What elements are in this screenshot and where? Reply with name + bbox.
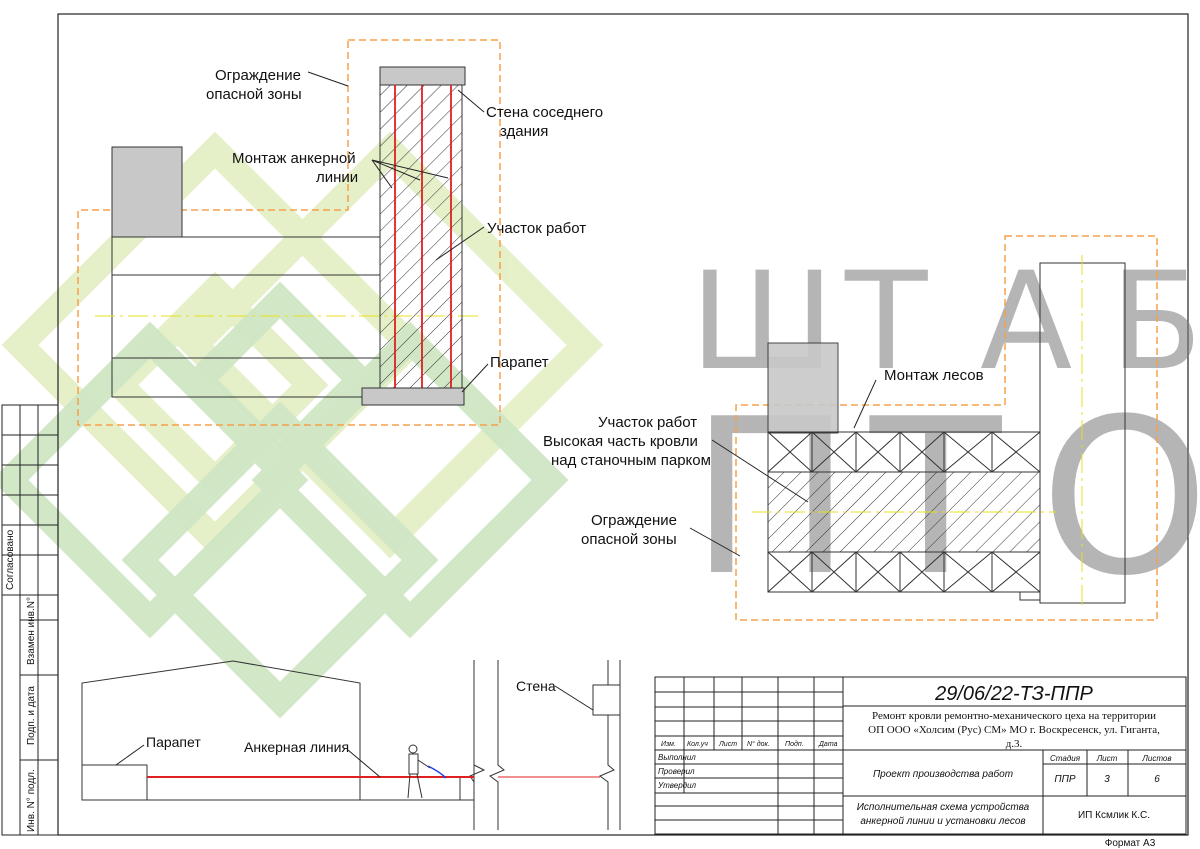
wm-bottom-2: О bbox=[1040, 372, 1200, 623]
tb-sheet-title-1: Исполнительная схема устройства bbox=[857, 802, 1030, 813]
tb-col-izm: Изм. bbox=[661, 741, 676, 748]
label-work-area-right-3: над станочным парком bbox=[551, 452, 711, 469]
fence-zone-right bbox=[735, 235, 1158, 621]
tb-desc-3: д.3. bbox=[1006, 738, 1023, 750]
wm-top-1: Т bbox=[844, 243, 928, 400]
tb-sheet-title-2: анкерной линии и установки лесов bbox=[860, 816, 1025, 827]
format-label: Формат А3 bbox=[1105, 838, 1156, 849]
wm-top-2: А bbox=[980, 243, 1072, 400]
label-parapet-top: Парапет bbox=[490, 354, 549, 371]
label-anchor-mount-1: Монтаж анкерной bbox=[232, 150, 356, 167]
label-section-anchor-line: Анкерная линия bbox=[244, 739, 349, 755]
neighbor-wall-cap bbox=[379, 66, 466, 86]
gray-block-right bbox=[767, 342, 839, 434]
tb-col-date: Дата bbox=[818, 741, 838, 748]
tb-stage: ППР bbox=[1054, 774, 1075, 785]
tb-doc-code: 29/06/22-ТЗ-ППР bbox=[934, 683, 1093, 705]
anchor-lines bbox=[394, 85, 452, 388]
side-stamp bbox=[1, 404, 59, 836]
tb-col-sign: Подп. bbox=[785, 740, 804, 748]
label-fence-top-2: опасной зоны bbox=[206, 86, 302, 103]
label-fence-right-1: Ограждение bbox=[591, 512, 677, 529]
label-work-area-right-1: Участок работ bbox=[598, 414, 697, 431]
tb-col-kol: Кол.уч bbox=[687, 741, 708, 748]
tb-col-doc: N° док. bbox=[747, 740, 770, 748]
label-fence-top-1: Ограждение bbox=[215, 67, 301, 84]
tb-col-list: Лист bbox=[718, 741, 737, 748]
label-section-parapet: Парапет bbox=[146, 734, 201, 750]
side-sign-date: Подп. и дата bbox=[26, 686, 37, 745]
label-scaffold-mount: Монтаж лесов bbox=[884, 367, 984, 384]
label-anchor-mount-2: линии bbox=[316, 169, 358, 186]
label-fence-right-2: опасной зоны bbox=[581, 531, 677, 548]
scaffold-band-bottom bbox=[767, 551, 1041, 593]
label-section-wall: Стена bbox=[516, 678, 556, 694]
plan-right: Монтаж лесов Участок работ Высокая часть… bbox=[543, 235, 1158, 621]
plan-top-left: Ограждение опасной зоны Стена соседнего … bbox=[77, 39, 603, 426]
gray-block-top bbox=[111, 146, 183, 238]
side-replace-inv: Взамен инв.N° bbox=[26, 597, 37, 665]
tb-sheets: 6 bbox=[1154, 774, 1160, 785]
tb-role-1: Проверил bbox=[658, 767, 695, 776]
tb-stage-label: Стадия bbox=[1050, 754, 1081, 763]
tb-project-type: Проект производства работ bbox=[873, 768, 1013, 780]
label-work-area-right-2: Высокая часть кровли bbox=[543, 433, 698, 450]
tb-role-0: Выполнил bbox=[658, 753, 696, 762]
side-inv-orig: Инв. N° подл. bbox=[26, 769, 37, 832]
title-block: Изм. Кол.уч Лист N° док. Подп. Дата Выпо… bbox=[654, 676, 1187, 835]
tb-role-2: Утвердил bbox=[657, 781, 697, 790]
scaffold-crosses bbox=[767, 431, 1041, 593]
watermark-diamonds bbox=[0, 131, 604, 719]
fence-zone-top bbox=[77, 39, 501, 426]
tb-sheets-label: Листов bbox=[1141, 754, 1171, 763]
tb-desc-2: ОП ООО «Холсим (Рус) СМ» МО г. Воскресен… bbox=[868, 724, 1160, 736]
tb-sheet-label: Лист bbox=[1096, 754, 1118, 763]
section-bottom: Парапет Анкерная линия Стена bbox=[81, 660, 621, 830]
work-zone-hatched bbox=[379, 84, 463, 389]
label-neighbor-wall-1: Стена соседнего bbox=[486, 104, 603, 121]
label-neighbor-wall-2: здания bbox=[500, 123, 548, 140]
side-agreed: Согласовано bbox=[5, 529, 16, 590]
tb-desc-1: Ремонт кровли ремонтно-механического цех… bbox=[872, 710, 1156, 722]
tb-sheet: 3 bbox=[1104, 774, 1110, 785]
label-work-area-top: Участок работ bbox=[487, 220, 586, 237]
parapet-top bbox=[361, 387, 465, 406]
tb-company: ИП Ксмлик К.С. bbox=[1078, 810, 1150, 821]
